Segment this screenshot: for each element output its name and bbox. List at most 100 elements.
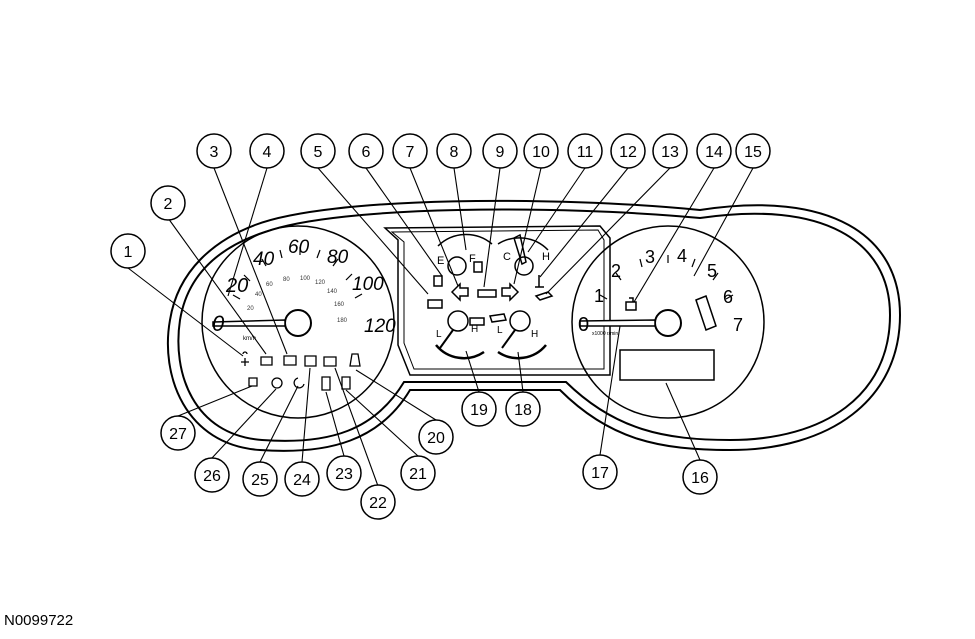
door-ajar-icon [349, 353, 361, 367]
callout-label-25: 25 [251, 472, 269, 489]
callout-22 [360, 484, 396, 520]
fuel-gauge-hub [447, 256, 467, 276]
tach-tick-4: 4 [677, 246, 687, 266]
fuel-full-label: F [469, 253, 476, 265]
callout-label-22: 22 [369, 495, 387, 512]
low-washer-fluid-icon [341, 376, 351, 390]
callout-label-9: 9 [496, 144, 505, 161]
callout-18 [505, 391, 541, 427]
callout-21 [400, 455, 436, 491]
tach-redline-marker [695, 295, 717, 331]
callout-label-26: 26 [203, 468, 221, 485]
tach-tick-6: 6 [723, 287, 733, 307]
speed-tick-40: 40 [253, 249, 275, 270]
cluster-housing [166, 199, 902, 452]
odometer-display [619, 349, 715, 381]
callout-label-18: 18 [514, 402, 532, 419]
oil-pressure-icon [534, 291, 554, 301]
callout-20 [418, 419, 454, 455]
svg-text:80: 80 [283, 277, 290, 283]
airbag-icon [260, 356, 273, 366]
tachometer: 0 1 2 3 4 5 6 7 x1000 r/min [571, 225, 765, 419]
callout-25 [242, 461, 278, 497]
cruise-indicator-icon [625, 297, 637, 311]
callout-5 [300, 133, 336, 169]
oil-gauge-hub [509, 310, 531, 332]
callout-label-3: 3 [210, 144, 219, 161]
callout-16 [682, 459, 718, 495]
speed-tick-80: 80 [327, 247, 349, 268]
tach-tick-5: 5 [707, 261, 717, 281]
tachometer-dial [571, 225, 765, 419]
speedometer-hub [284, 309, 312, 337]
voltmeter-needle [439, 329, 454, 349]
tach-tick-marks [599, 255, 734, 300]
voltmeter-arc [435, 344, 485, 360]
callout-label-4: 4 [263, 144, 272, 161]
callout-8 [436, 133, 472, 169]
speedometer-dial [201, 225, 395, 419]
traction-control-icon [323, 356, 337, 367]
callout-label-10: 10 [532, 144, 550, 161]
speed-tick-20: 20 [225, 275, 248, 297]
callout-10 [523, 133, 559, 169]
callout-27 [160, 415, 196, 451]
callout-26 [194, 457, 230, 493]
callout-label-16: 16 [691, 470, 709, 487]
callout-label-12: 12 [619, 144, 637, 161]
svg-text:180: 180 [337, 318, 348, 324]
callout-label-6: 6 [362, 144, 371, 161]
callout-label-17: 17 [591, 465, 609, 482]
battery-gauge-icon [469, 317, 485, 326]
svg-text:60: 60 [266, 282, 273, 288]
charging-system-icon [293, 377, 305, 389]
lower-gauges: L H L H [435, 310, 547, 360]
voltmeter-high-label: H [471, 324, 478, 335]
callout-7 [392, 133, 428, 169]
callout-label-23: 23 [335, 466, 353, 483]
fuel-empty-label: E [437, 255, 444, 267]
oil-low-label: L [497, 325, 503, 336]
callout-4 [249, 133, 285, 169]
callout-label-11: 11 [577, 144, 594, 161]
speed-tick-marks [232, 247, 363, 300]
warning-lamps [241, 351, 361, 391]
callout-24 [284, 461, 320, 497]
svg-text:40: 40 [255, 292, 262, 298]
callout-3 [196, 133, 232, 169]
callout-label-1: 1 [124, 244, 133, 261]
callout-6 [348, 133, 384, 169]
svg-text:120: 120 [315, 280, 326, 286]
overdrive-off-icon [477, 289, 497, 298]
callout-label-15: 15 [744, 144, 762, 161]
tach-tick-7: 7 [733, 315, 743, 335]
callout-label-8: 8 [450, 144, 459, 161]
seatbelt-icon [241, 351, 249, 366]
left-turn-arrow-icon [450, 282, 469, 302]
temp-needle [513, 233, 527, 266]
tachometer-hub [654, 309, 682, 337]
callout-label-14: 14 [705, 144, 723, 161]
speedometer: 0 20 40 60 80 100 120 km/h 20 40 60 80 1… [201, 225, 396, 419]
tach-unit: x1000 r/min [592, 331, 618, 337]
oil-gauge-arc [497, 344, 547, 360]
fuel-pump-icon [473, 261, 483, 273]
callout-label-19: 19 [470, 402, 488, 419]
callout-9 [482, 133, 518, 169]
abs-icon [271, 377, 283, 389]
speed-inner-scale: 20 40 60 80 100 120 140 160 180 [247, 276, 348, 324]
callout-label-27: 27 [169, 426, 187, 443]
figure-id: N0099722 [4, 612, 74, 629]
voltmeter-hub [447, 310, 469, 332]
callout-label-7: 7 [406, 144, 415, 161]
headlamp-icon [283, 355, 297, 366]
oil-can-gauge-icon [489, 313, 507, 323]
right-turn-arrow-icon [501, 282, 520, 302]
callout-13 [652, 133, 688, 169]
callout-19 [461, 391, 497, 427]
tach-tick-0: 0 [578, 314, 589, 336]
svg-text:140: 140 [327, 289, 338, 295]
callout-label-13: 13 [661, 144, 679, 161]
callout-11 [567, 133, 603, 169]
callout-12 [610, 133, 646, 169]
